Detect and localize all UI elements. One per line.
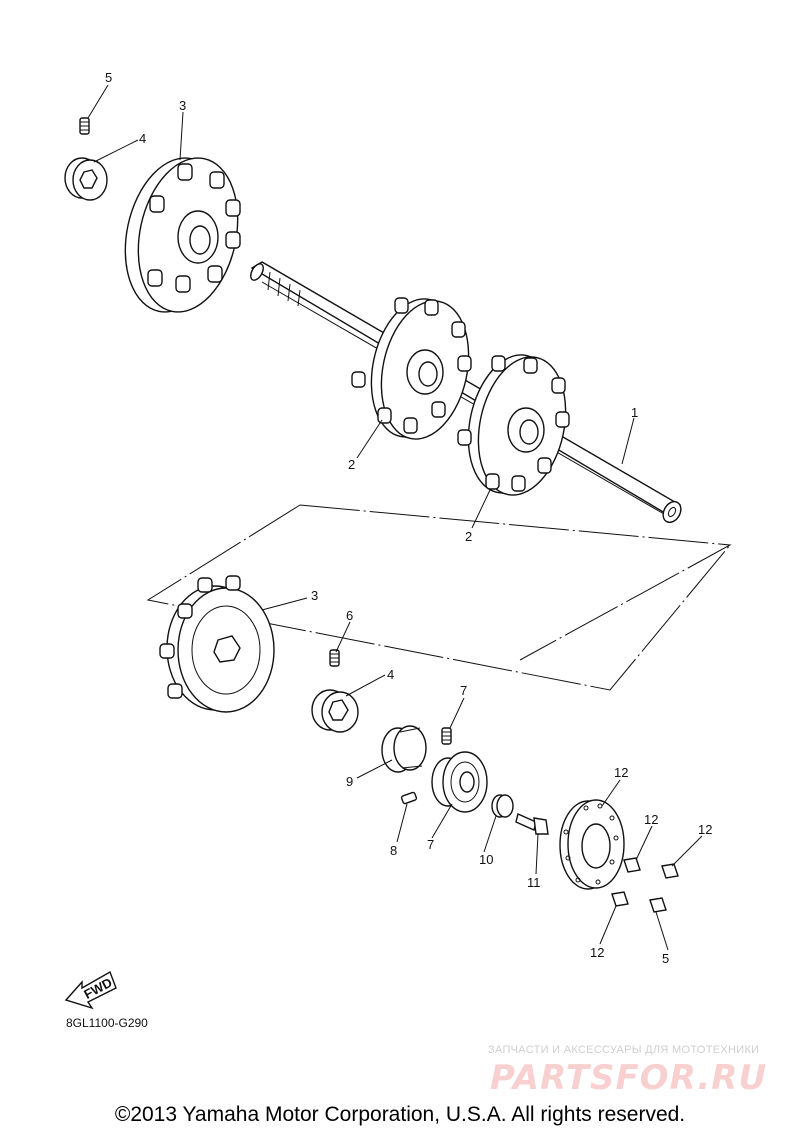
callout-12-c: 12: [590, 945, 604, 960]
copyright-notice: ©2013 Yamaha Motor Corporation, U.S.A. A…: [114, 1103, 686, 1126]
callout-12-a: 12: [644, 812, 658, 827]
callout-5-lower: 6: [346, 608, 353, 623]
hub-bolts: [611, 857, 679, 913]
callout-10: 11: [527, 875, 541, 890]
watermark-logo: PARTSFOR.RU: [490, 1058, 768, 1098]
callout-2-right: 2: [465, 529, 472, 544]
lower-collar: [311, 689, 359, 733]
callout-1: 1: [631, 405, 638, 420]
callout-12-d: 5: [662, 951, 669, 966]
diagram-code: 8GL1100-G290: [66, 1016, 148, 1030]
lower-set-screw: [329, 649, 340, 667]
assembly-frame-line: [146, 504, 732, 691]
callout-5-upper: 5: [105, 70, 112, 85]
watermark-tagline: ЗАПЧАСТИ И АКСЕССУАРЫ ДЛЯ МОТОТЕХНИКИ: [488, 1044, 760, 1056]
bearing: [431, 751, 488, 813]
upper-collar: [64, 157, 108, 201]
fwd-label: FWD: [81, 975, 114, 1002]
hub-flange: [559, 799, 625, 890]
callout-4-lower: 4: [387, 667, 394, 682]
bearing-housing: [381, 725, 427, 773]
upper-left-sprocket-wheel: [124, 157, 241, 313]
callout-2-left: 2: [348, 457, 355, 472]
callout-9: 10: [479, 852, 493, 867]
bearing-set-screw-lower: [400, 791, 418, 805]
callout-labels: 5 4 3 2 2 1 3 6 4 7 9 8 7 10 11 12 12 12…: [105, 70, 712, 966]
bearing-set-screw: [441, 727, 452, 745]
callout-11: 12: [614, 765, 628, 780]
lower-sprocket-wheel: [159, 575, 275, 713]
drive-axle-shaft: [250, 261, 682, 524]
callout-7-lower: 8: [390, 843, 397, 858]
callout-3-upper: 3: [179, 98, 186, 113]
callout-3-lower: 3: [311, 588, 318, 603]
callout-4-upper: 4: [139, 131, 146, 146]
fwd-arrow-icon: FWD: [64, 970, 117, 1010]
callout-7-upper: 7: [460, 683, 467, 698]
middle-sprocket-b: [457, 354, 570, 496]
upper-set-screw: [79, 117, 90, 135]
callout-8: 9: [346, 774, 353, 789]
spacer-collar: [491, 794, 514, 818]
middle-sprocket-a: [351, 297, 472, 440]
callout-6: 7: [427, 837, 434, 852]
callout-leader-lines: [87, 84, 703, 951]
callout-12-b: 12: [698, 822, 712, 837]
flange-bolt: [515, 813, 549, 835]
